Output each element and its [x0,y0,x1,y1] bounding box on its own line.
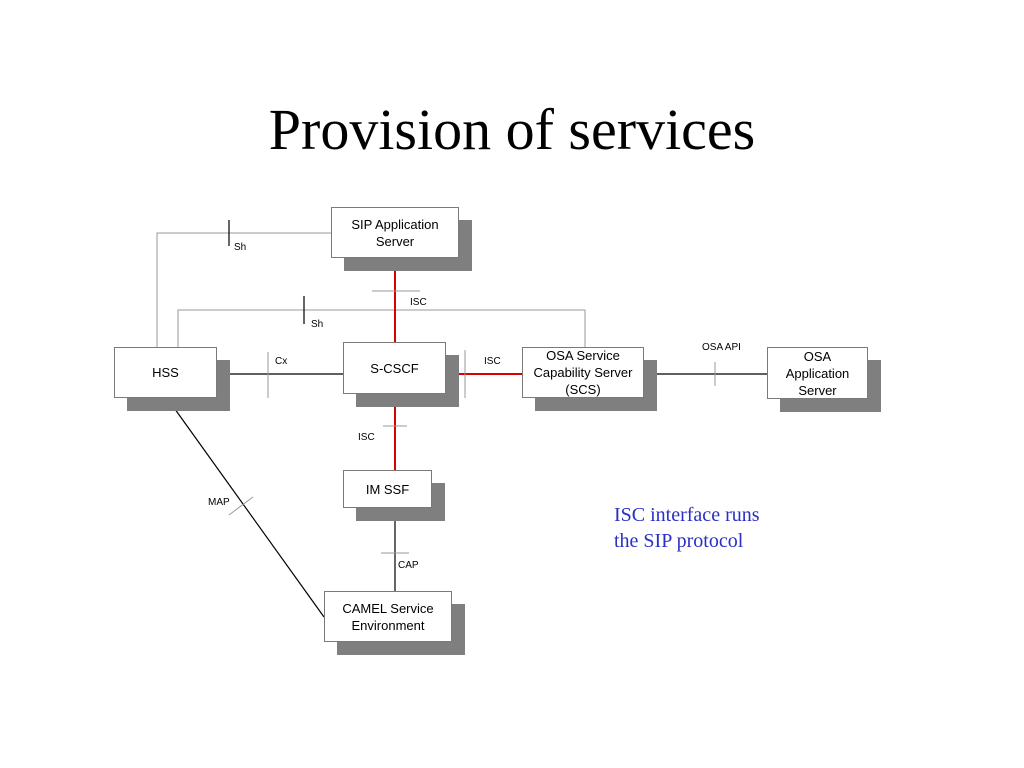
s-cscf-node: S-CSCF [343,342,446,394]
sip-application-server-node: SIP Application Server [331,207,459,258]
sh-label-mid: Sh [311,319,324,330]
note-line-2: the SIP protocol [614,530,744,552]
isc-protocol-note: ISC interface runs the SIP protocol [614,502,760,554]
osa-scs-label: OSA Service Capability Server (SCS) [533,348,633,397]
camel-service-environment-label: CAMEL Service Environment [342,600,434,633]
page-title: Provision of services [268,97,756,162]
hss-label: HSS [152,365,179,380]
map-tick [228,496,254,516]
map-link [166,397,325,618]
osa-scs-node: OSA Service Capability Server (SCS) [522,347,644,398]
cx-label: Cx [275,356,288,367]
map-label: MAP [208,497,230,508]
isc-label-right: ISC [484,356,501,367]
sh-label-top: Sh [234,242,247,253]
camel-service-environment-node: CAMEL Service Environment [324,591,452,642]
hss-node: HSS [114,347,217,398]
im-ssf-node: IM SSF [343,470,432,508]
sip-application-server-label: SIP Application Server [351,216,439,249]
osa-application-server-label: OSA Application Server [785,348,850,398]
cap-label: CAP [398,560,419,571]
s-cscf-label: S-CSCF [370,360,419,376]
isc-label-bottom: ISC [358,432,375,443]
osa-api-label: OSA API [702,342,741,353]
sh-link-sip-as [156,232,331,347]
isc-label-top: ISC [410,297,427,308]
note-line-1: ISC interface runs [614,504,760,526]
sh-link-osa-scs [177,309,586,347]
im-ssf-label: IM SSF [365,481,410,497]
osa-application-server-node: OSA Application Server [767,347,868,399]
